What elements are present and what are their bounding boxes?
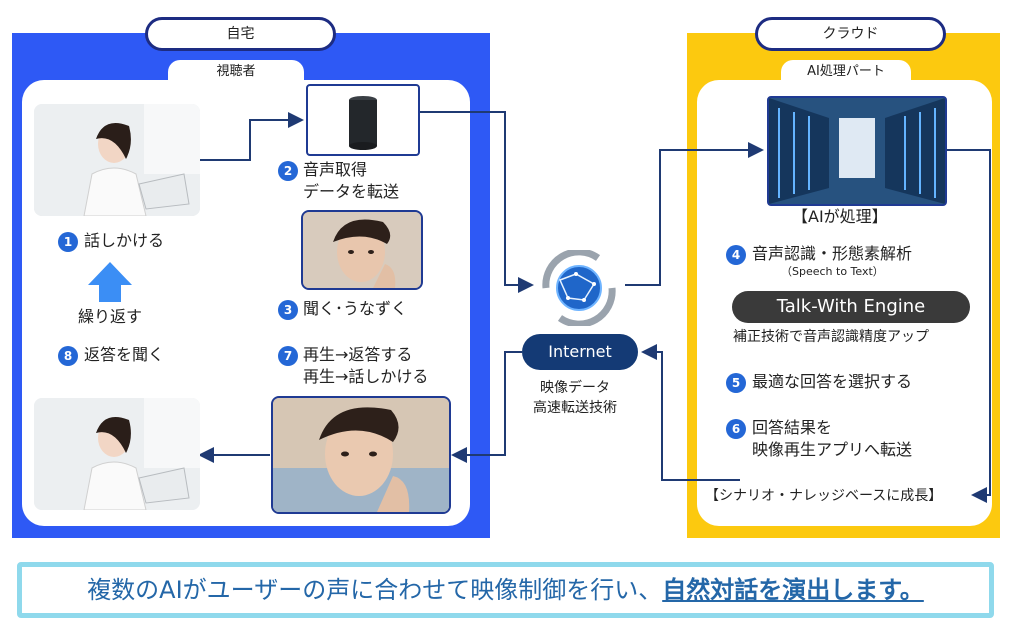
- man-listening-photo: [301, 210, 423, 290]
- summary-banner-text: 複数のAIがユーザーの声に合わせて映像制御を行い、自然対話を演出します。: [22, 567, 989, 613]
- step-number-badge: 3: [278, 300, 298, 320]
- step4-text: 音声認識・形態素解析: [752, 244, 913, 263]
- step-number-badge: 8: [58, 346, 78, 366]
- step3-text: 聞く･うなずく: [303, 299, 408, 318]
- woman-talking-photo: [34, 104, 200, 216]
- engine-caption: 補正技術で音声認識精度アップ: [733, 329, 929, 345]
- step-number-badge: 4: [726, 245, 746, 265]
- globe-network-icon: [538, 248, 620, 328]
- knowledge-growth-label: 【シナリオ・ナレッジベースに成長】: [705, 488, 943, 504]
- home-title: 自宅: [145, 17, 336, 51]
- step7-text-line2: 再生→話しかける: [303, 367, 429, 386]
- banner-emphasis-text: 自然対話を演出します。: [662, 576, 924, 604]
- cloud-title: クラウド: [755, 17, 946, 51]
- ai-part-tab: AI処理パート: [781, 60, 911, 84]
- step2-text-line1: 音声取得: [303, 160, 368, 179]
- woman-listening-photo: [34, 398, 200, 510]
- transfer-caption-line1: 映像データ: [540, 380, 610, 396]
- man-video-photo: [271, 396, 451, 514]
- step6-text-line2: 映像再生アプリへ転送: [752, 440, 913, 459]
- smart-speaker-image: [306, 84, 420, 156]
- step-number-badge: 6: [726, 419, 746, 439]
- repeat-label: 繰り返す: [78, 307, 143, 326]
- repeat-arrow-icon: [88, 262, 132, 302]
- step5-text: 最適な回答を選択する: [752, 372, 913, 391]
- step-number-badge: 5: [726, 373, 746, 393]
- step-number-badge: 1: [58, 232, 78, 252]
- step-number-badge: 2: [278, 161, 298, 181]
- talk-with-engine-badge: Talk-With Engine: [732, 291, 970, 323]
- step6-text-line1: 回答結果を: [752, 418, 833, 437]
- summary-banner: 複数のAIがユーザーの声に合わせて映像制御を行い、自然対話を演出します。: [17, 562, 994, 618]
- transfer-caption-line2: 高速転送技術: [533, 400, 617, 416]
- step2-text-line2: データを転送: [303, 182, 400, 201]
- step-number-badge: 7: [278, 346, 298, 366]
- step8-text: 返答を聞く: [84, 345, 165, 364]
- internet-label: Internet: [522, 334, 638, 370]
- viewer-tab: 視聴者: [168, 60, 304, 84]
- step1-text: 話しかける: [84, 231, 165, 250]
- ai-processing-label: 【AIが処理】: [792, 207, 888, 226]
- step7-text-line1: 再生→返答する: [303, 345, 413, 364]
- step4-subtext: （Speech to Text）: [781, 265, 884, 278]
- server-room-image: [767, 96, 947, 206]
- banner-plain-text: 複数のAIがユーザーの声に合わせて映像制御を行い、: [87, 576, 663, 604]
